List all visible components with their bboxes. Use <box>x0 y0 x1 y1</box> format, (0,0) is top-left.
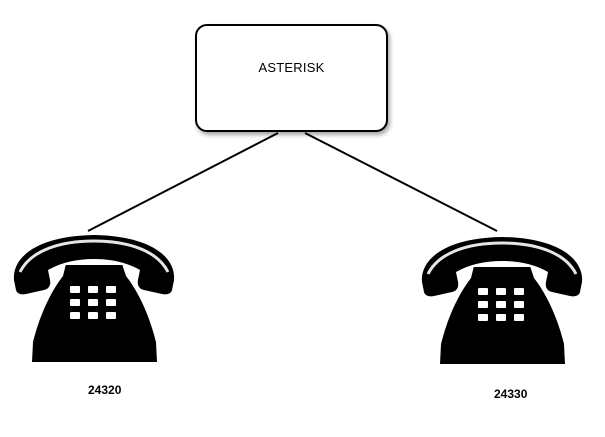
telephone-24320 <box>6 228 181 363</box>
extension-label-24330: 24330 <box>494 387 528 401</box>
telephone-icon <box>421 237 583 364</box>
telephone-24330 <box>414 230 589 365</box>
asterisk-server-node: ASTERISK <box>195 24 388 132</box>
telephone-icon <box>13 235 175 362</box>
link-to-phone-24330 <box>304 132 498 232</box>
server-label: ASTERISK <box>258 60 325 75</box>
extension-label-24320: 24320 <box>88 383 122 397</box>
link-to-phone-24320 <box>87 132 279 232</box>
